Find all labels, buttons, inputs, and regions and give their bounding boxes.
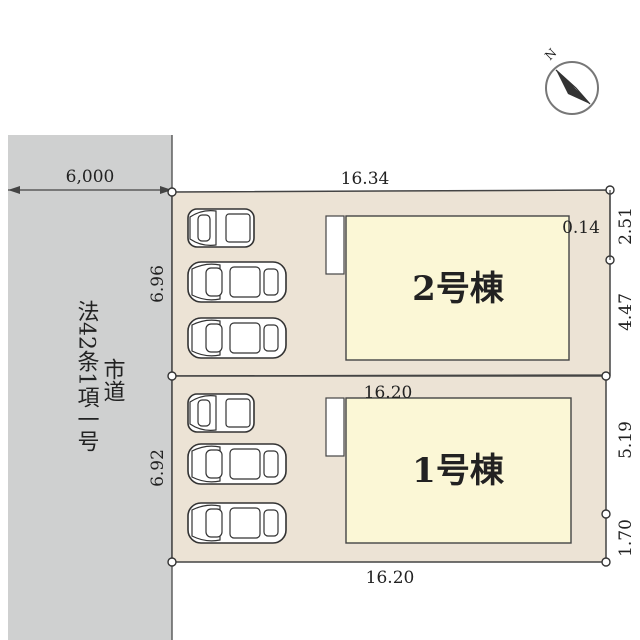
car-icon [187, 208, 255, 248]
right-lot-2-label: 4.47 [616, 293, 636, 331]
car-icon [187, 393, 255, 433]
corner-markers [167, 185, 615, 567]
lot-1-frontage-label: 6.92 [148, 449, 168, 487]
right-lot-1-label: 5.19 [616, 421, 636, 459]
car-icon [187, 261, 287, 303]
car-icon [187, 317, 287, 359]
road-classification-label: 法42条1項一号 [74, 300, 100, 452]
middle-width-label: 16.20 [364, 383, 413, 403]
building-2-label: 2号棟 [412, 269, 505, 309]
car-icon [187, 443, 287, 485]
svg-text:N: N [542, 46, 559, 63]
road-type-label: 市道 [100, 358, 126, 402]
top-width-label: 16.34 [341, 169, 390, 189]
right-offset-label: 0.14 [562, 218, 600, 238]
building-2 [345, 215, 570, 361]
building-2-entrance [325, 215, 345, 275]
right-bottom-label: 1.70 [616, 519, 636, 557]
lot-2-frontage-label: 6.96 [148, 265, 168, 303]
building-1 [345, 397, 572, 544]
car-icon [187, 502, 287, 544]
road-area [8, 135, 172, 640]
bottom-width-label: 16.20 [366, 568, 415, 588]
building-1-entrance [325, 397, 345, 457]
north-arrow-icon: N [542, 46, 599, 115]
right-top-label: 2.51 [616, 207, 636, 245]
road-width-label: 6,000 [66, 167, 115, 187]
building-1-label: 1号棟 [412, 451, 505, 491]
